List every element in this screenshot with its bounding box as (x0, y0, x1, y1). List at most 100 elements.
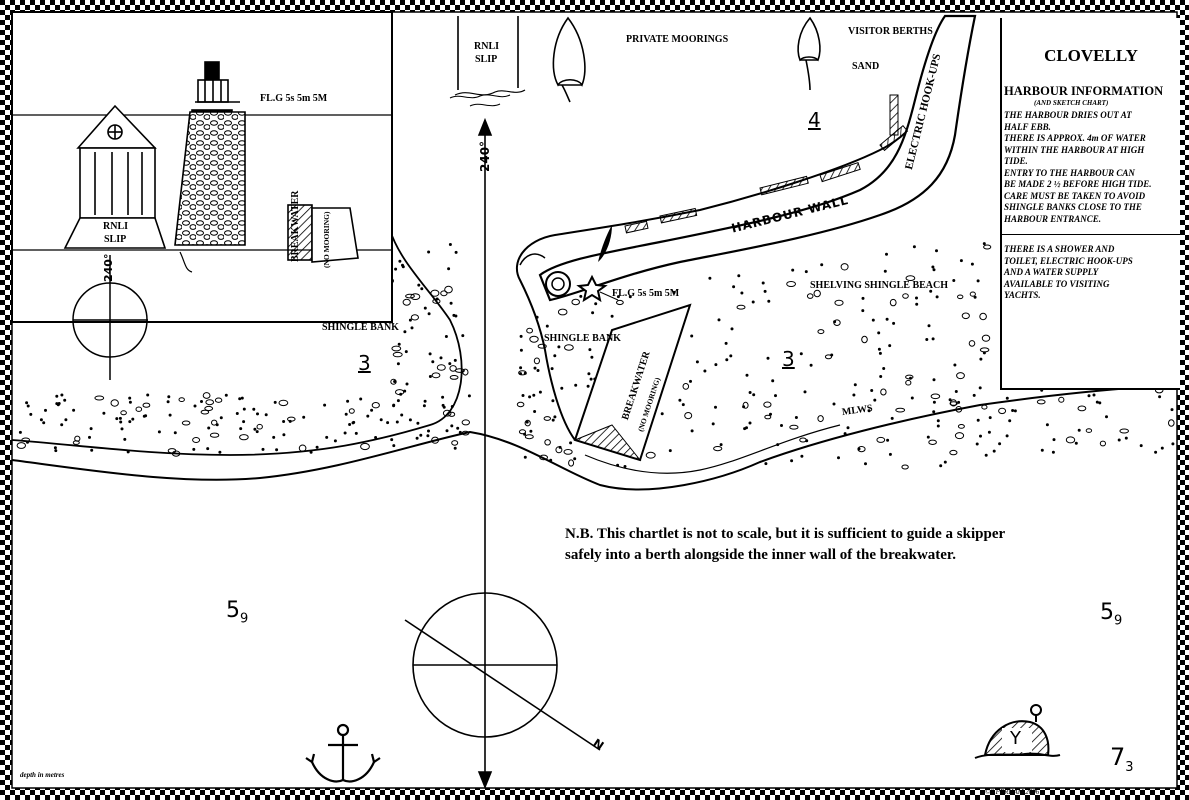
shingle-pebble (393, 380, 397, 383)
shingle-pebble (523, 371, 527, 375)
rnli-slip-inset-label: SLIP (104, 234, 127, 245)
shingle-pebble (256, 412, 259, 416)
shingle-pebble (444, 335, 448, 338)
shingle-pebble (427, 429, 430, 433)
shingle-pebble (521, 394, 525, 397)
shingle-pebble (740, 291, 744, 295)
shingle-pebble (571, 298, 581, 306)
shingle-pebble (519, 366, 523, 370)
shingle-pebble (354, 431, 358, 435)
shingle-pebble (1168, 419, 1175, 427)
shingle-pebble (53, 446, 57, 450)
shingle-pebble (817, 415, 824, 423)
shingle-pebble (915, 296, 918, 300)
shingle-pebble (871, 318, 875, 322)
shingle-pebble (813, 289, 821, 298)
shingle-pebble (404, 350, 408, 354)
shingle-pebble (224, 393, 228, 397)
shingle-pebble (948, 398, 952, 402)
info-line: CARE MUST BE TAKEN TO AVOID (1004, 190, 1146, 201)
shingle-pebble (123, 437, 127, 441)
shingle-pebble (961, 312, 970, 320)
shingle-pebble (450, 405, 454, 408)
info-heading: HARBOUR INFORMATION (1004, 84, 1164, 98)
shingle-pebble (518, 429, 527, 435)
shingle-pebble (142, 414, 146, 418)
shingle-pebble (255, 430, 259, 434)
shingle-pebble (988, 416, 992, 420)
shingle-pebble (915, 302, 919, 306)
shingle-pebble (560, 386, 564, 390)
shingle-pebble (408, 418, 412, 422)
shingle-pebble (645, 451, 656, 459)
shingle-pebble (167, 395, 171, 399)
shingle-pebble (386, 421, 390, 425)
shingle-pebble (282, 420, 286, 423)
shingle-pebble (861, 335, 868, 344)
shingle-pebble (794, 416, 798, 419)
shingle-pebble (905, 379, 912, 386)
shingle-pebble (703, 369, 707, 373)
info-line: TOILET, ELECTRIC HOOK-UPS (1004, 255, 1133, 266)
bearing-main-label: 240° (478, 140, 492, 172)
shingle-pebble (55, 402, 59, 406)
shingle-pebble (454, 368, 465, 373)
shingle-pebble (616, 299, 624, 306)
shingle-pebble (120, 427, 124, 431)
shingle-pebble (142, 402, 151, 408)
shingle-pebble (713, 446, 723, 452)
shingle-pebble (298, 444, 307, 452)
shingle-pebble (1074, 441, 1078, 445)
shingle-pebble (239, 427, 243, 431)
shingle-pebble (979, 357, 983, 361)
shingle-pebble (984, 453, 988, 457)
shingle-pebble (119, 420, 123, 424)
shingle-pebble (390, 438, 394, 442)
info-subheading: (AND SKETCH CHART) (1034, 99, 1109, 107)
shingle-pebble (767, 299, 771, 303)
shingle-pebble (209, 432, 220, 438)
shingle-pebble (1008, 419, 1012, 423)
shingle-pebble (553, 354, 557, 358)
shingle-pebble (791, 268, 795, 272)
shingle-pebble (207, 426, 211, 430)
shingle-pebble (456, 426, 460, 430)
light-characteristic-inset: FL.G 5s 5m 5M (260, 93, 328, 104)
shingle-pebble (1077, 405, 1087, 412)
shingle-pebble (890, 416, 894, 420)
shingle-pebble (573, 457, 577, 461)
shingle-pebble (18, 430, 22, 434)
shingle-pebble (853, 383, 857, 387)
depth-73: 73 (1110, 743, 1134, 775)
shingle-pebble (344, 412, 348, 416)
shingle-pebble (55, 394, 59, 398)
info-line: ENTRY TO THE HARBOUR CAN (1004, 167, 1135, 178)
shingle-pebble (861, 309, 865, 313)
shingle-pebble (557, 308, 568, 316)
shingle-pebble (29, 412, 33, 416)
shingle-pebble (877, 331, 881, 335)
shingle-pebble (982, 242, 986, 246)
shingle-pebble (427, 312, 431, 316)
shingle-pebble (955, 406, 963, 413)
shingle-pebble (351, 421, 355, 425)
shingle-pebble (537, 343, 547, 349)
shingle-pebble (543, 416, 551, 421)
shingle-pebble (1095, 400, 1099, 404)
shingle-pebble (315, 445, 319, 449)
shingle-pebble (462, 368, 469, 376)
info-facilities-block: THERE IS A SHOWER AND TOILET, ELECTRIC H… (1004, 244, 1176, 302)
shingle-pebble (524, 434, 534, 440)
shingle-pebble (1087, 394, 1091, 398)
shingle-pebble (374, 436, 378, 439)
shingle-pebble (800, 454, 804, 458)
shingle-pebble (864, 462, 867, 466)
shingle-pebble (711, 422, 715, 426)
shingle-pebble (1040, 448, 1044, 452)
shingle-pebble (616, 295, 620, 299)
shingle-pebble (725, 358, 729, 362)
shingle-pebble (444, 285, 453, 294)
wavelets (449, 94, 511, 107)
shingle-pebble (397, 342, 401, 346)
shingle-pebble (168, 413, 172, 417)
